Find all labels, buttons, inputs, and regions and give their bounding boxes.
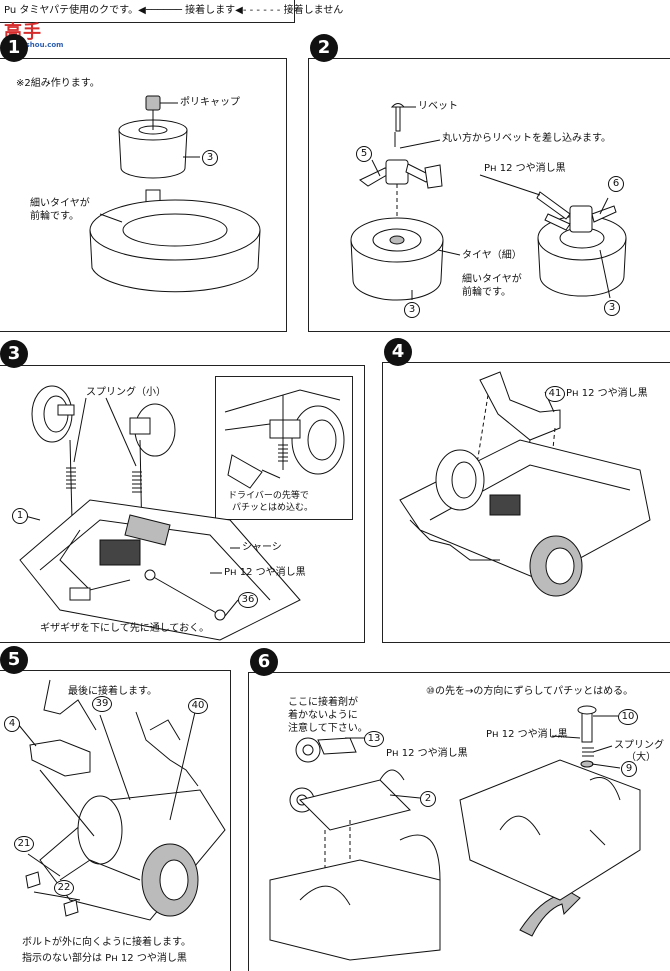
step3-chassis: シャーシ [242,542,282,553]
step3-illustration [19,385,345,641]
step6-part9: 9 [621,761,637,777]
step6-top-note: ⑩の先を→の方向にずらしてパチッとはめる。 [426,686,634,697]
step4-part41: 41 [545,386,565,402]
step5-part4: 4 [4,716,20,732]
step3-spring-label: スプリング（小） [86,387,166,398]
legend-strip: Pu タミヤパテ使用のクです。◀────── 接着します◀- - - - - -… [0,0,343,23]
step3-number: 3 [0,340,28,368]
step2-part3a: 3 [404,302,420,318]
step3-paint: Pн 12 つや消し黒 [224,567,306,578]
step2-illustration [350,103,627,301]
step5-part22: 22 [54,880,74,896]
step1-polycap-label: ポリキャップ [180,97,240,108]
step2-part3b: 3 [604,300,620,316]
step3-driver-note-2: パチッとはめ込む。 [232,503,314,513]
step2-front-tire-1: 細いタイヤが [462,274,522,285]
step1-panel [0,58,287,332]
step6-glue-note-1: ここに接着剤が [288,697,358,708]
step2-tire: タイヤ（細） [462,250,522,261]
step5-bolt-note: ボルトが外に向くように接着します。 [22,937,191,948]
step6-part2: 2 [420,791,436,807]
step4-number: 4 [384,338,412,366]
step6-spring-big-2: （大） [626,752,656,763]
step3-driver-note-1: ドライバーの先等で [228,491,309,501]
step5-part40: 40 [188,698,208,714]
step5-illustration [17,679,226,921]
step4-illustration [399,371,651,597]
step1-part3: 3 [202,150,218,166]
step2-paint: Pн 12 つや消し黒 [484,163,566,174]
step2-number: 2 [310,34,338,62]
step5-unspecified-note: 指示のない部分は Pн 12 つや消し黒 [22,953,187,964]
step5-part21: 21 [14,836,34,852]
step2-part5: 5 [356,146,372,162]
step6-part10: 10 [618,709,638,725]
step6-paint-a: Pн 12 つや消し黒 [386,748,468,759]
step1-note: ※2組み作ります。 [16,78,100,89]
watermark-sub: www.shou.com [4,41,64,49]
step5-last-note: 最後に接着します。 [68,686,157,697]
step6-number: 6 [250,648,278,676]
step1-number: 1 [0,34,28,62]
step1-illustration [89,95,261,293]
step5-part39: 39 [92,696,112,712]
step2-panel [308,58,670,332]
step4-paint: Pн 12 つや消し黒 [566,388,648,399]
step2-rivet-label: リベット [418,101,458,112]
step6-spring-big-1: スプリング [614,740,664,751]
step2-front-tire-2: 前輪です。 [462,287,511,298]
step3-part1: 1 [12,508,28,524]
step6-part13: 13 [364,731,384,747]
step1-front-tire-2: 前輪です。 [30,211,79,222]
step6-glue-note-3: 注意して下さい。 [288,723,368,734]
step3-serration-note: ギザギザを下にして先に通しておく。 [40,623,210,634]
step3-part36: 36 [238,592,258,608]
step5-number: 5 [0,646,28,674]
step6-glue-note-2: 着かないように [288,710,358,721]
step2-part6: 6 [608,176,624,192]
step2-rivet-note: 丸い方からリベットを差し込みます。 [442,133,611,144]
step6-paint-b: Pн 12 つや消し黒 [486,729,568,740]
step1-front-tire-1: 細いタイヤが [30,198,90,209]
